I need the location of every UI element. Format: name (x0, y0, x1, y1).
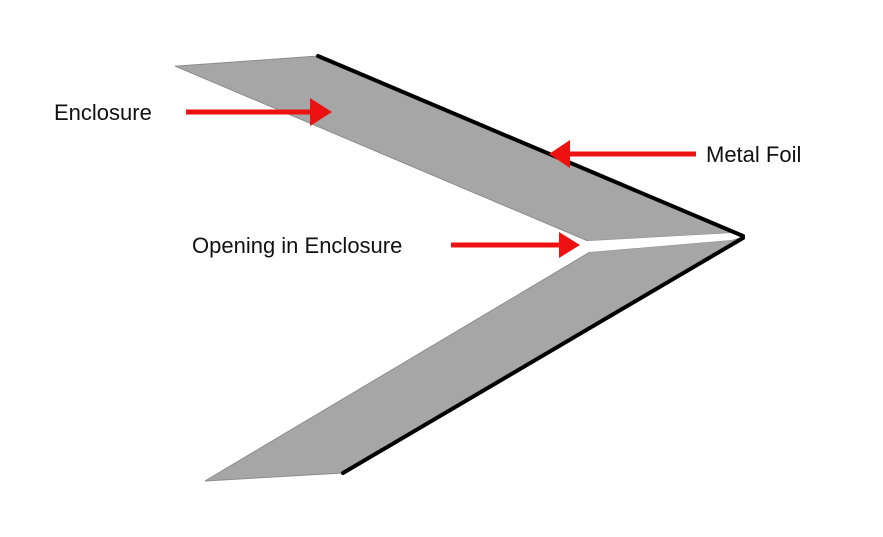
enclosure-upper-arm (174, 55, 742, 242)
label-enclosure: Enclosure (54, 100, 152, 125)
label-opening: Opening in Enclosure (192, 233, 402, 258)
arrow-enclosure (186, 98, 332, 126)
arrow-metal-foil (549, 140, 696, 168)
metal-foil-upper (316, 54, 745, 238)
arrow-opening (451, 232, 580, 258)
enclosure-opening-gap (578, 233, 741, 252)
enclosure-lower-arm (204, 237, 742, 482)
label-metal-foil: Metal Foil (706, 142, 801, 167)
metal-foil-lower (341, 236, 745, 475)
